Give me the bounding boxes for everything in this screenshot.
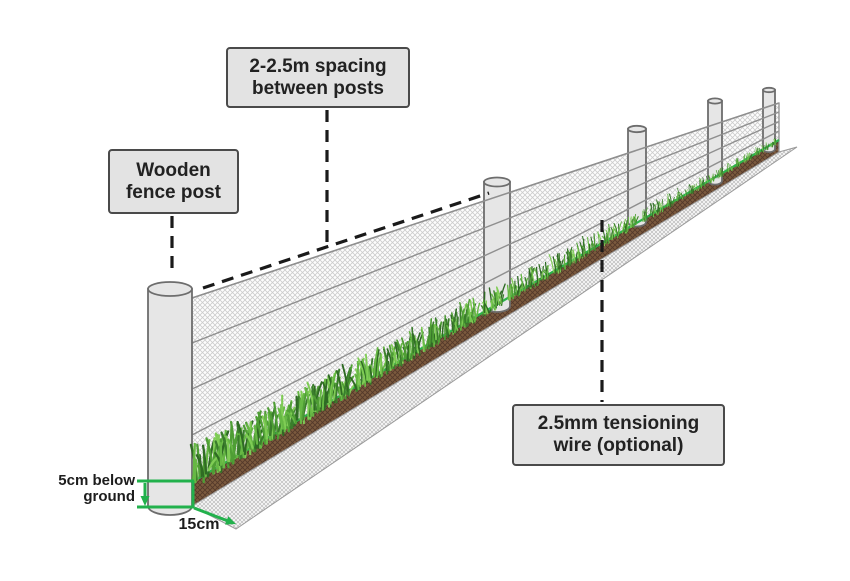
callout-wooden-fence-post-line2: fence post (125, 181, 222, 203)
callout-post-spacing-line2: between posts (252, 77, 384, 99)
tension-wire-1 (191, 111, 780, 344)
flap-width-arrow-head (225, 516, 236, 525)
callout-tensioning-wire-line1: 2.5mm tensioning (537, 413, 700, 434)
measurement-depth-label: 5cm below ground (36, 473, 135, 505)
callout-tensioning-wire: 2.5mm tensioning wire (optional) (512, 404, 725, 466)
fence-posts-far (483, 86, 776, 313)
callout-post-spacing: 2-2.5m spacing between posts (226, 47, 410, 108)
measurement-depth-line2: ground (83, 488, 135, 505)
callout-connectors (170, 110, 604, 402)
tension-wire-3 (191, 130, 780, 436)
fence-post-near (147, 281, 193, 516)
measurement-annotations (137, 479, 236, 525)
callout-wooden-fence-post: Wooden fence post (108, 149, 239, 214)
callout-wooden-fence-post-line1: Wooden (136, 159, 211, 181)
tension-wire-2 (191, 120, 780, 390)
fence-post-1 (147, 281, 193, 516)
grass (189, 137, 777, 484)
flap-width-arrow-shaft (193, 506, 229, 523)
connector-spacing-diagonal (202, 191, 490, 290)
measurement-flap-width-label: 15cm (178, 516, 220, 533)
callout-post-spacing-line1: 2-2.5m spacing (249, 55, 387, 77)
tension-wires (191, 102, 780, 436)
top-wire (191, 102, 780, 299)
measurement-depth-line1: 5cm below (58, 472, 135, 489)
buried-mesh-flap (190, 146, 798, 530)
soil-band (192, 140, 779, 506)
callout-tensioning-wire-line2: wire (optional) (553, 435, 684, 456)
depth-arrow-head (140, 496, 150, 506)
